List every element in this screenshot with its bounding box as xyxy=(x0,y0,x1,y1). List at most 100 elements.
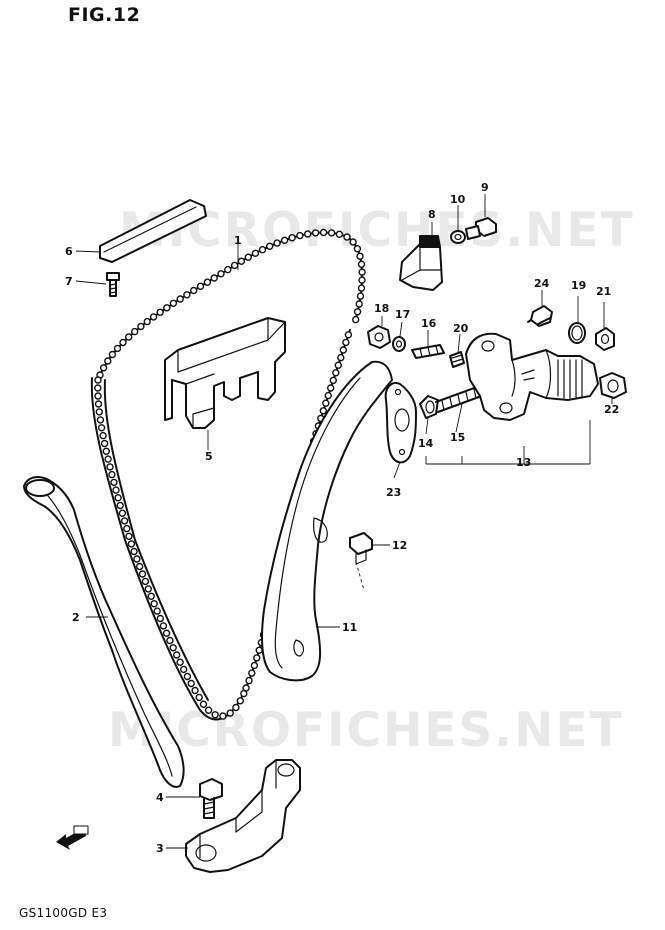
chain-link xyxy=(94,392,102,400)
chain-link xyxy=(204,706,213,714)
chain-link xyxy=(176,658,184,666)
part-3-lower-chain-guide xyxy=(185,759,301,873)
chain-link xyxy=(118,509,127,517)
chain-link xyxy=(104,455,112,463)
chain-link xyxy=(332,369,340,377)
callout-9: 9 xyxy=(481,181,489,194)
chain-link xyxy=(125,532,133,540)
chain-link xyxy=(119,338,127,347)
chain-link xyxy=(219,712,227,720)
part-17-washer xyxy=(392,336,406,352)
chain-link xyxy=(203,278,212,286)
callout-labels: 1 2 3 4 5 6 7 8 9 10 11 12 13 14 15 16 1… xyxy=(65,181,619,855)
watermark-bottom: MICROFICHES.NET xyxy=(108,703,624,758)
chain-link xyxy=(113,344,122,353)
chain-link xyxy=(210,274,218,282)
chain-link xyxy=(237,257,246,265)
callout-18: 18 xyxy=(374,302,389,315)
chain-link xyxy=(199,700,208,708)
callout-3: 3 xyxy=(156,842,164,855)
chain-link xyxy=(253,654,261,662)
chain-link xyxy=(156,308,164,316)
chain-link xyxy=(162,629,171,637)
chain-link xyxy=(179,665,188,674)
part-4-bolt xyxy=(199,778,223,819)
callout-5: 5 xyxy=(205,450,213,463)
chain-link xyxy=(147,592,155,600)
chain-link xyxy=(104,357,112,365)
chain-link xyxy=(356,292,365,300)
chain-link xyxy=(355,300,363,308)
chain-link xyxy=(169,299,178,307)
part-21-cap-nut xyxy=(595,327,615,351)
callout-19: 19 xyxy=(571,279,586,292)
callout-1: 1 xyxy=(234,234,242,247)
callout-8: 8 xyxy=(428,208,436,221)
chain-link xyxy=(106,463,114,471)
chain-link xyxy=(150,600,158,608)
chain-link xyxy=(95,408,104,416)
chain-link xyxy=(120,517,129,525)
callout-13: 13 xyxy=(516,456,531,469)
callout-7: 7 xyxy=(65,275,73,288)
chain-link xyxy=(357,284,366,292)
model-code: GS1100GD E3 xyxy=(19,906,108,920)
chain-link xyxy=(273,239,281,247)
chain-link xyxy=(211,711,219,719)
chain-link xyxy=(358,268,366,276)
chain-link xyxy=(187,679,195,688)
chain-link xyxy=(176,295,184,303)
chain-link xyxy=(96,416,105,424)
chain-link xyxy=(130,327,139,336)
chain-link xyxy=(342,338,350,347)
part-9-bolt xyxy=(465,217,497,240)
part-22-cap-bolt xyxy=(599,372,627,399)
part-16-rod xyxy=(411,344,445,359)
chain-link xyxy=(242,684,250,692)
callout-20: 20 xyxy=(453,322,469,335)
part-13-tensioner-body xyxy=(465,332,599,421)
part-6-top-chain-guide xyxy=(99,199,207,263)
chain-link xyxy=(159,622,168,630)
chain-link xyxy=(189,286,198,295)
chain-link xyxy=(100,439,109,448)
chain-link xyxy=(127,540,136,548)
chain-link xyxy=(230,261,239,270)
chain-link xyxy=(324,391,332,400)
chain-link xyxy=(288,233,296,242)
part-12-bolt xyxy=(349,532,373,591)
part-5-chain-guide xyxy=(164,317,286,429)
chain-link xyxy=(110,478,118,487)
chain-link xyxy=(322,399,330,407)
chain-link xyxy=(327,384,335,392)
callout-17: 17 xyxy=(395,308,410,321)
chain-link xyxy=(251,249,260,258)
chain-link xyxy=(232,703,240,712)
figure-title: FIG.12 xyxy=(68,4,141,26)
callout-15: 15 xyxy=(450,431,465,444)
chain-link xyxy=(353,245,362,253)
chain-link xyxy=(248,669,256,677)
callout-21: 21 xyxy=(596,285,611,298)
chain-link xyxy=(329,376,337,385)
part-11-tensioner-blade xyxy=(261,360,393,682)
chain-link xyxy=(304,230,312,238)
chain-link xyxy=(344,331,353,339)
chain-link xyxy=(108,470,116,479)
chain-link xyxy=(352,315,360,324)
chain-link xyxy=(94,376,102,384)
chain-link xyxy=(255,646,263,654)
chain-link xyxy=(217,270,225,278)
chain-link xyxy=(183,291,191,299)
chain-link xyxy=(191,686,199,695)
chain-link xyxy=(266,242,274,251)
chain-link xyxy=(353,308,362,316)
part-2-rear-chain-guide xyxy=(23,476,185,788)
callout-6: 6 xyxy=(65,245,73,258)
chain-link xyxy=(319,228,328,237)
chain-link xyxy=(169,644,177,652)
chain-link xyxy=(138,570,147,578)
part-8-cap xyxy=(399,235,443,291)
